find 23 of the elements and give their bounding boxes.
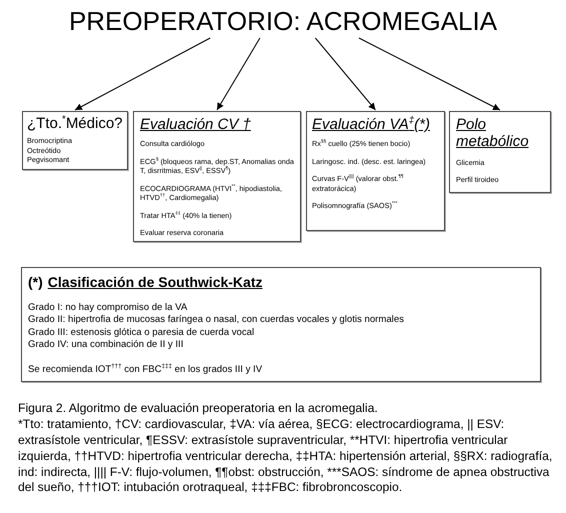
classification-box (21, 267, 541, 382)
box-heading: Evaluación CV † (140, 116, 251, 134)
box-heading: Clasificación de Southwick-Katz (48, 274, 262, 290)
box-heading: Polo metabólico (456, 116, 530, 150)
figure-caption: Figura 2. Algoritmo de evaluación preoperatoria en la acromegalia. (18, 401, 379, 417)
box-heading: ¿Tto.$^{*}$Médico? (27, 115, 123, 132)
evaluation-box (306, 111, 445, 231)
footnote-text: *Tto: tratamiento, †CV: cardiovascular, ‡VA: vía aérea, §ECG: electrocardiograma, || ESV: extrasístole ventricular, ¶ESSV: extrasístole supraventricular, **HTVI: hipertrofia ventricular izquierda, ††HTVD: hipertrofia ventricular derecha, ‡‡HTA: hipertensión arterial, §§RX: radiografía, ind: indirecta, |||| F-V: flujo-volumen, ¶¶obst: obstrucción, ***SAOS: síndrome de apnea obstructiva del sueño, †††IOT: intubación orotraqueal, ‡‡‡FBC: fibrobroncoscopio. (18, 417, 554, 496)
arrow (358, 38, 500, 110)
evaluation-box (22, 111, 128, 170)
arrow (216, 38, 260, 110)
arrow (314, 38, 376, 110)
box-heading: Evaluación VA$^{‡}$(*) (312, 116, 430, 134)
grade-text: Se recomienda IOT$^{†††}$ con FBC$^{‡‡‡}$ en los grados III y IV (28, 364, 264, 376)
grade-text: Grado III: estenosis glótica o paresia de cuerda vocal (28, 326, 256, 340)
arrow (74, 38, 211, 110)
grade-text: Grado I: no hay compromiso de la VA (28, 302, 188, 314)
footnote-mark: (*) (28, 274, 43, 290)
evaluation-box (449, 111, 551, 193)
evaluation-box (133, 111, 301, 242)
grade-text: Grado IV: una combinación de II y III (28, 339, 184, 352)
grade-text: Grado II: hipertrofia de mucosas faríngea o nasal, con cuerdas vocales y glotis normales (28, 314, 405, 327)
heading-text: PREOPERATORIO: ACROMEGALIA (68, 6, 498, 36)
